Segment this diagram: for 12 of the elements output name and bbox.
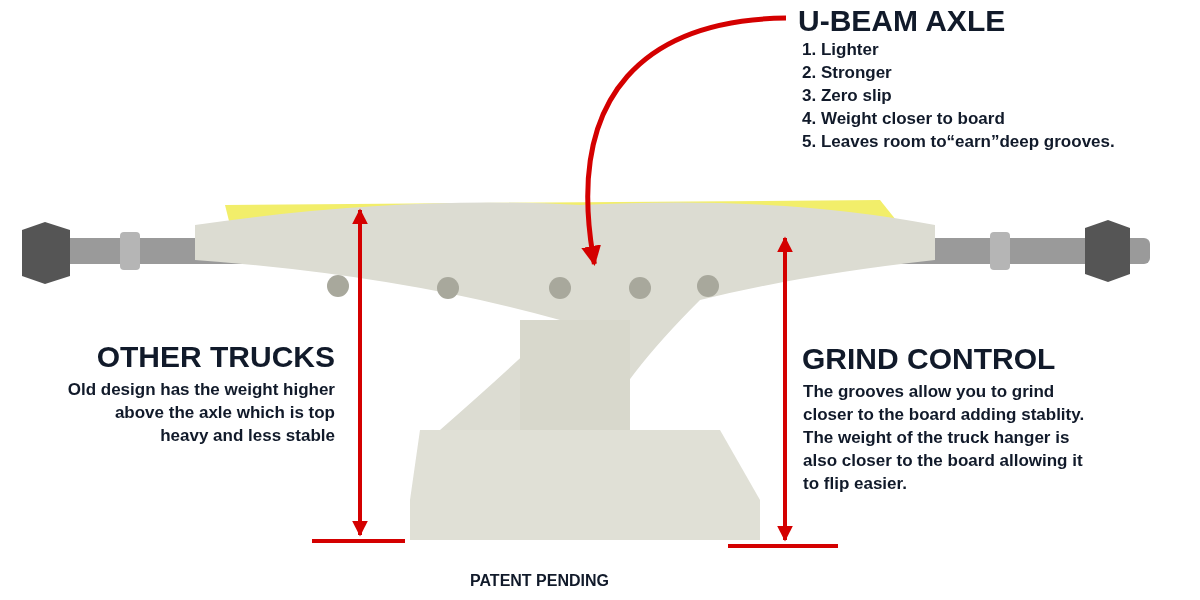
- list-item: 2. Stronger: [801, 62, 893, 84]
- list-item: 3. Zero slip: [801, 85, 893, 107]
- leader-arrow: [582, 15, 787, 266]
- list-item: 1. Lighter: [801, 39, 880, 61]
- list-item: 5. Leaves room to“earn”deep grooves.: [801, 131, 1116, 153]
- callout-text: Old design has the weight higher above the axle which is top heavy and less stable: [66, 379, 335, 447]
- callout-heading: U-BEAM AXLE: [798, 4, 1007, 38]
- callout-text: The grooves allow you to grind closer to the board adding stablity. The weight of the truck hanger is also closer to the board allowing it to flip easier.: [803, 381, 1086, 495]
- note-text: PATENT PENDING: [470, 572, 609, 590]
- callout-heading: OTHER TRUCKS: [96, 340, 335, 374]
- callout-heading: GRIND CONTROL: [802, 342, 1056, 376]
- list-item: 4. Weight closer to board: [801, 108, 1006, 130]
